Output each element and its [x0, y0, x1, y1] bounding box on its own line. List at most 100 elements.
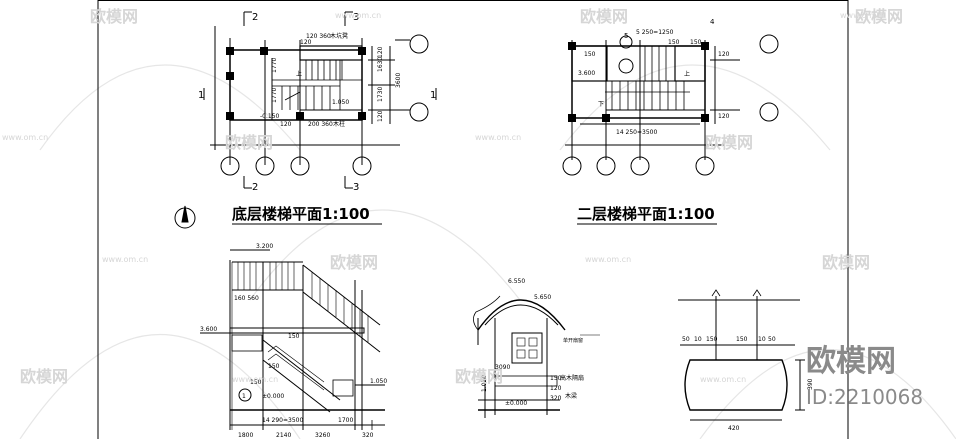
ground-plan-title: 底层楼梯平面1:100 — [232, 205, 370, 223]
label-level-1050: 1.050 — [332, 99, 349, 106]
sheet-frame — [97, 0, 849, 439]
ground-floor-plan-text: 2 3 1 1 2 3 木坑凳 木柱 上 1.050 -0.150 120 36… — [198, 12, 436, 193]
section-mark-2-top: 2 — [252, 12, 258, 23]
wm-brand-7: 欧模网 — [822, 253, 870, 272]
dim-420: 420 — [728, 425, 740, 432]
mark-5: 5 — [624, 32, 628, 40]
label-column: 木柱 — [333, 120, 345, 128]
level-1050-detail: 1.050 — [481, 375, 488, 392]
level-0000-detail: ±0.000 — [505, 400, 527, 407]
dim-run: 14 290=3500 — [262, 417, 303, 424]
dim-150-b: 150 — [268, 363, 280, 370]
wm-site-5: www.om.cn — [102, 255, 148, 264]
stair-section — [200, 249, 385, 430]
wm-site-6: www.om.cn — [585, 255, 631, 264]
second-plan-title: 二层楼梯平面1:100 — [577, 205, 715, 223]
section-mark-1-left: 1 — [198, 90, 204, 101]
level-5650: 5.650 — [534, 294, 551, 301]
label-up: 上 — [296, 70, 302, 78]
dim-2140: 2140 — [276, 432, 291, 439]
wm-site-1: www.om.cn — [335, 11, 381, 20]
roof-detail-text: 6.550 5.650 ±0.000 单开扇窗 高木隔扇 木梁 3090 150… — [481, 278, 584, 407]
wm-site-8: www.om.cn — [700, 375, 746, 384]
dim-right-c: 120 — [377, 46, 384, 58]
column-detail — [678, 289, 805, 421]
brand-logo-text: 欧模网 — [806, 344, 896, 379]
wm-brand-5: 欧模网 — [705, 133, 753, 152]
dim-150-col-b: 150 — [736, 336, 748, 343]
dim-320: 320 — [362, 432, 374, 439]
dim-1800: 1800 — [238, 432, 253, 439]
label-bench: 木坑凳 — [330, 32, 348, 40]
dim-3090: 3090 — [495, 364, 510, 371]
wm-brand-8: 欧模网 — [20, 367, 68, 386]
ground-floor-plan — [203, 11, 437, 189]
dim-bottom-a: 200 360 — [308, 121, 333, 128]
dim-10-a: 10 — [694, 336, 702, 343]
wm-brand-9: 欧模网 — [455, 367, 503, 386]
wm-site-2: www.om.cn — [840, 11, 886, 20]
level-3200: 3.200 — [256, 243, 273, 250]
dim-10-b: 10 — [758, 336, 766, 343]
section-mark-2-bottom: 2 — [252, 182, 258, 193]
wm-site-4: www.om.cn — [475, 133, 521, 142]
dim-top-b: 120 — [300, 39, 312, 46]
mark-1: 1 — [242, 393, 246, 400]
dim-50-a: 50 — [682, 336, 690, 343]
level-1050: 1.050 — [370, 378, 387, 385]
watermark-arcs — [19, 64, 956, 439]
dim-top-150-a: 150 — [668, 39, 680, 46]
label-down: 下 — [598, 101, 604, 108]
stair-section-text: 3.200 3.600 1.050 ±0.000 160 560 150 150… — [200, 243, 387, 439]
level-0000: ±0.000 — [262, 393, 284, 400]
dim-right-120-b: 120 — [718, 113, 730, 120]
wm-site-3: www.om.cn — [2, 133, 48, 142]
dim-right-a: 1630 — [377, 57, 384, 72]
wm-brand-3: 欧模网 — [855, 7, 903, 26]
dim-bottom-run: 14 250=3500 — [616, 129, 657, 136]
dim-right-total: 3600 — [395, 73, 402, 88]
second-floor-plan-text: 5 4 5 250=1250 150 150 3.600 上 下 120 120… — [578, 18, 730, 136]
north-arrow-icon — [174, 205, 196, 229]
dim-left-a: 1770 — [271, 58, 278, 73]
brand-id-text: ID:2210068 — [806, 385, 923, 409]
level-3600: 3.600 — [200, 326, 217, 333]
dim-150-col-a: 150 — [706, 336, 718, 343]
dim-120-detail: 120 — [550, 385, 562, 392]
section-mark-3-bottom: 3 — [353, 182, 359, 193]
dim-3260: 3260 — [315, 432, 330, 439]
label-level-3600: 3.600 — [578, 70, 595, 77]
dim-right-d: 120 — [377, 110, 384, 122]
dim-150-detail: 150 — [550, 375, 562, 382]
level-6550: 6.550 — [508, 278, 525, 285]
label-partition: 高木隔扇 — [560, 374, 584, 382]
label-window: 单开扇窗 — [563, 337, 583, 344]
label-beam: 木梁 — [565, 392, 577, 400]
dim-150-a: 150 — [288, 333, 300, 340]
dim-50-b: 50 — [768, 336, 776, 343]
wm-brand-4: 欧模网 — [225, 133, 273, 152]
dim-160-560: 160 560 — [234, 295, 259, 302]
dim-150-c: 150 — [250, 379, 262, 386]
label-level-minus150: -0.150 — [260, 113, 280, 120]
label-up-2: 上 — [684, 70, 690, 78]
mark-4: 4 — [710, 18, 715, 26]
dim-320-detail: 320 — [550, 395, 562, 402]
section-mark-1-right: 1 — [430, 90, 436, 101]
dim-bottom-150: 150 — [584, 51, 596, 58]
wm-brand-1: 欧模网 — [90, 7, 138, 26]
second-floor-plan — [562, 34, 779, 176]
wm-brand-2: 欧模网 — [580, 7, 628, 26]
dim-1700: 1700 — [338, 417, 353, 424]
section-mark-3-top: 3 — [353, 12, 359, 23]
dim-top-a: 120 360 — [306, 33, 331, 40]
wm-site-7: www.om.cn — [232, 375, 278, 384]
dim-left-b: 1770 — [271, 88, 278, 103]
dim-bottom-b: 120 — [280, 121, 292, 128]
watermarks: 欧模网 欧模网 欧模网 欧模网 欧模网 欧模网 欧模网 欧模网 欧模网 www.… — [2, 7, 903, 386]
column-detail-text: 50 10 150 150 10 50 390 420 — [682, 336, 814, 432]
dim-top: 5 250=1250 — [636, 29, 674, 36]
dim-right-120-a: 120 — [718, 51, 730, 58]
dim-390: 390 — [807, 378, 814, 390]
